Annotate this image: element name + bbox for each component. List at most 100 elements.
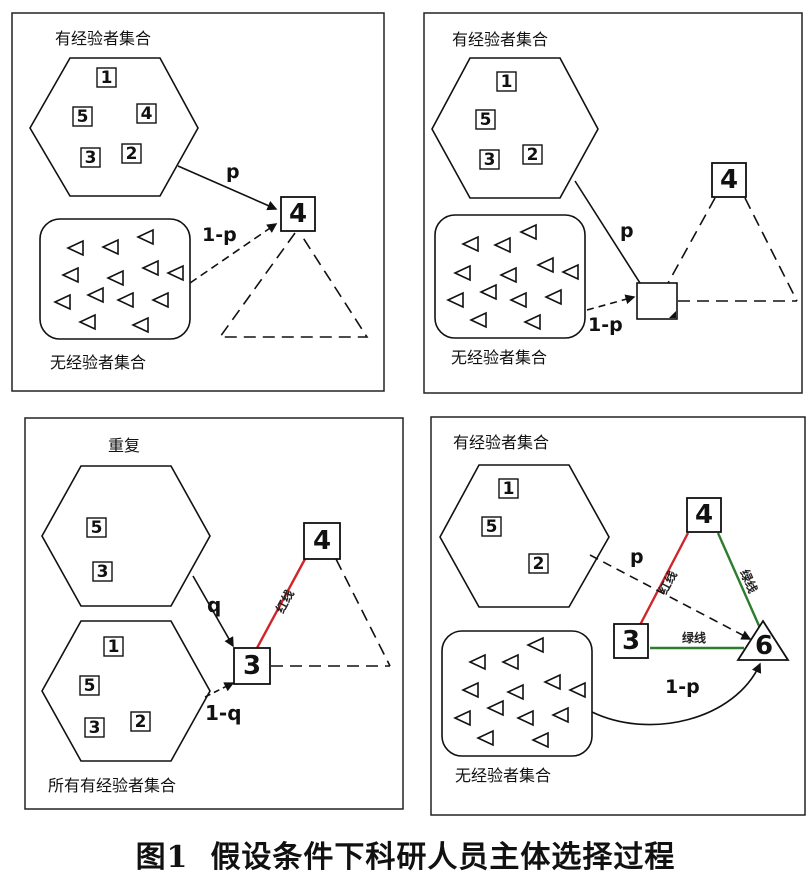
panel-4-node-3: 3 (613, 623, 649, 659)
panel-1-inexperienced-label: 无经验者集合 (50, 353, 146, 372)
panel-2-inexperienced-markers (447, 224, 579, 330)
panel-3-all-experienced-hexagon (41, 620, 211, 762)
panel-1-member-5: 5 (72, 106, 93, 127)
panel-3-all-experienced-label: 所有有经验者集合 (48, 776, 176, 795)
panel-4-experienced-label: 有经验者集合 (453, 433, 549, 452)
panel-3-member-2: 2 (130, 711, 151, 732)
svg-text:1: 1 (501, 72, 513, 92)
panel-4-label-1-p: 1-p (665, 676, 700, 698)
svg-text:2: 2 (135, 712, 147, 732)
panel-4-green-line-right (716, 532, 762, 629)
svg-text:3: 3 (89, 718, 101, 738)
panel-4-red-line (638, 532, 690, 626)
svg-text:4: 4 (313, 526, 331, 556)
panel-3-arrow-1-q (204, 682, 235, 698)
svg-text:1: 1 (101, 68, 113, 88)
panel-2-target-node: 4 (711, 162, 747, 198)
svg-text:4: 4 (720, 165, 738, 195)
panel-2-member-2: 2 (522, 144, 543, 165)
panel-3-node-4: 4 (303, 522, 341, 560)
panel-4-inexperienced-box (441, 630, 593, 757)
diagram-svg: 有经验者集合 1 5 4 3 2 无经验者集合 (11, 12, 806, 816)
panel-4-arrow-1-p (591, 662, 762, 726)
panel-1-frame (11, 12, 385, 392)
panel-4-green-line-label: 绿线 (682, 630, 706, 645)
panel-3-repeat-hexagon (41, 465, 211, 607)
svg-text:5: 5 (77, 107, 89, 127)
panel-3-member-5: 5 (79, 675, 100, 696)
figure-title: 假设条件下科研人员主体选择过程 (210, 840, 676, 875)
panel-1-member-1: 1 (96, 67, 117, 88)
panel-4-node-6: 6 (736, 619, 790, 661)
panel-3-repeat-member-3: 3 (92, 561, 113, 582)
panel-4-inexperienced-markers (454, 637, 586, 748)
panel-1-member-4: 4 (136, 103, 157, 124)
panel-2-experienced-label: 有经验者集合 (452, 30, 548, 49)
panel-2-dashed-right-edge (744, 197, 798, 302)
svg-text:2: 2 (527, 145, 539, 165)
panel-1-arrow-p (177, 165, 278, 211)
panel-2-label-p: p (620, 220, 634, 242)
figure-number: 图1 (135, 840, 189, 875)
panel-1-experienced-hexagon (29, 57, 199, 197)
panel-2-inexperienced-label: 无经验者集合 (451, 348, 547, 367)
panel-3-repeat-member-5: 5 (86, 517, 107, 538)
panel-2-dashed-left-edge (666, 197, 716, 286)
panel-2-member-5: 5 (475, 109, 496, 130)
panel-3-red-line (255, 558, 307, 649)
panel-3-red-line-label: 红线 (272, 587, 297, 615)
panel-1-member-3: 3 (80, 147, 101, 168)
svg-text:4: 4 (695, 500, 713, 530)
panel-1-dashed-triangle (218, 232, 369, 338)
panel-2-frame (423, 12, 803, 394)
panel-1-target-node: 4 (280, 196, 316, 232)
panel-4-member-1: 1 (498, 478, 519, 499)
panel-2-label-1-p: 1-p (588, 314, 623, 336)
panel-1-inexperienced-box (39, 218, 191, 340)
svg-text:5: 5 (84, 676, 96, 696)
panel-3: 重复 5 3 1 5 3 2 所有有经验者集合 q 1- (24, 417, 404, 810)
svg-text:5: 5 (91, 518, 103, 538)
svg-text:2: 2 (126, 144, 138, 164)
panel-4-green-line-right-label: 绿线 (737, 567, 760, 595)
panel-4-node-4: 4 (686, 497, 722, 533)
svg-text:4: 4 (141, 104, 153, 124)
panel-2: 有经验者集合 1 5 3 2 无经验者集合 p 1-p (423, 12, 803, 394)
panel-1-experienced-label: 有经验者集合 (55, 29, 151, 48)
panel-3-label-1-q: 1-q (205, 701, 242, 725)
panel-4-member-2: 2 (528, 553, 549, 574)
panel-4-label-p: p (630, 546, 644, 568)
panel-4-experienced-hexagon (439, 464, 610, 608)
svg-text:5: 5 (486, 517, 498, 537)
panel-4-arrow-p (589, 554, 752, 640)
panel-3-dashed-right-edge (335, 558, 391, 667)
svg-text:2: 2 (533, 554, 545, 574)
svg-text:6: 6 (755, 631, 773, 661)
panel-1-arrow-1-p (189, 223, 278, 284)
svg-text:4: 4 (289, 199, 307, 229)
panel-1-member-2: 2 (121, 143, 142, 164)
panel-3-member-1: 1 (103, 636, 124, 657)
figure-caption: 图1 假设条件下科研人员主体选择过程 (0, 832, 811, 876)
panel-3-member-3: 3 (84, 717, 105, 738)
panel-2-inexperienced-box (434, 214, 586, 339)
svg-text:3: 3 (622, 626, 640, 656)
svg-text:1: 1 (108, 637, 120, 657)
svg-text:3: 3 (243, 651, 261, 681)
panel-1-inexperienced-markers (54, 229, 184, 333)
panel-4-frame (430, 416, 806, 816)
panel-4: 有经验者集合 1 5 2 无经验者集合 红线 绿线 绿线 (430, 416, 806, 816)
panel-4-inexperienced-label: 无经验者集合 (455, 766, 551, 785)
panel-2-experienced-hexagon (431, 57, 599, 199)
panel-1-label-1-p: 1-p (202, 224, 237, 246)
svg-text:1: 1 (503, 479, 515, 499)
panel-2-member-3: 3 (479, 149, 500, 170)
panel-2-member-1: 1 (496, 71, 517, 92)
panel-3-node-3: 3 (233, 647, 271, 685)
panel-3-label-q: q (207, 593, 221, 617)
svg-text:3: 3 (484, 150, 496, 170)
panel-2-line-p (574, 180, 641, 284)
panel-3-arrow-q (192, 575, 234, 648)
svg-text:3: 3 (85, 148, 97, 168)
